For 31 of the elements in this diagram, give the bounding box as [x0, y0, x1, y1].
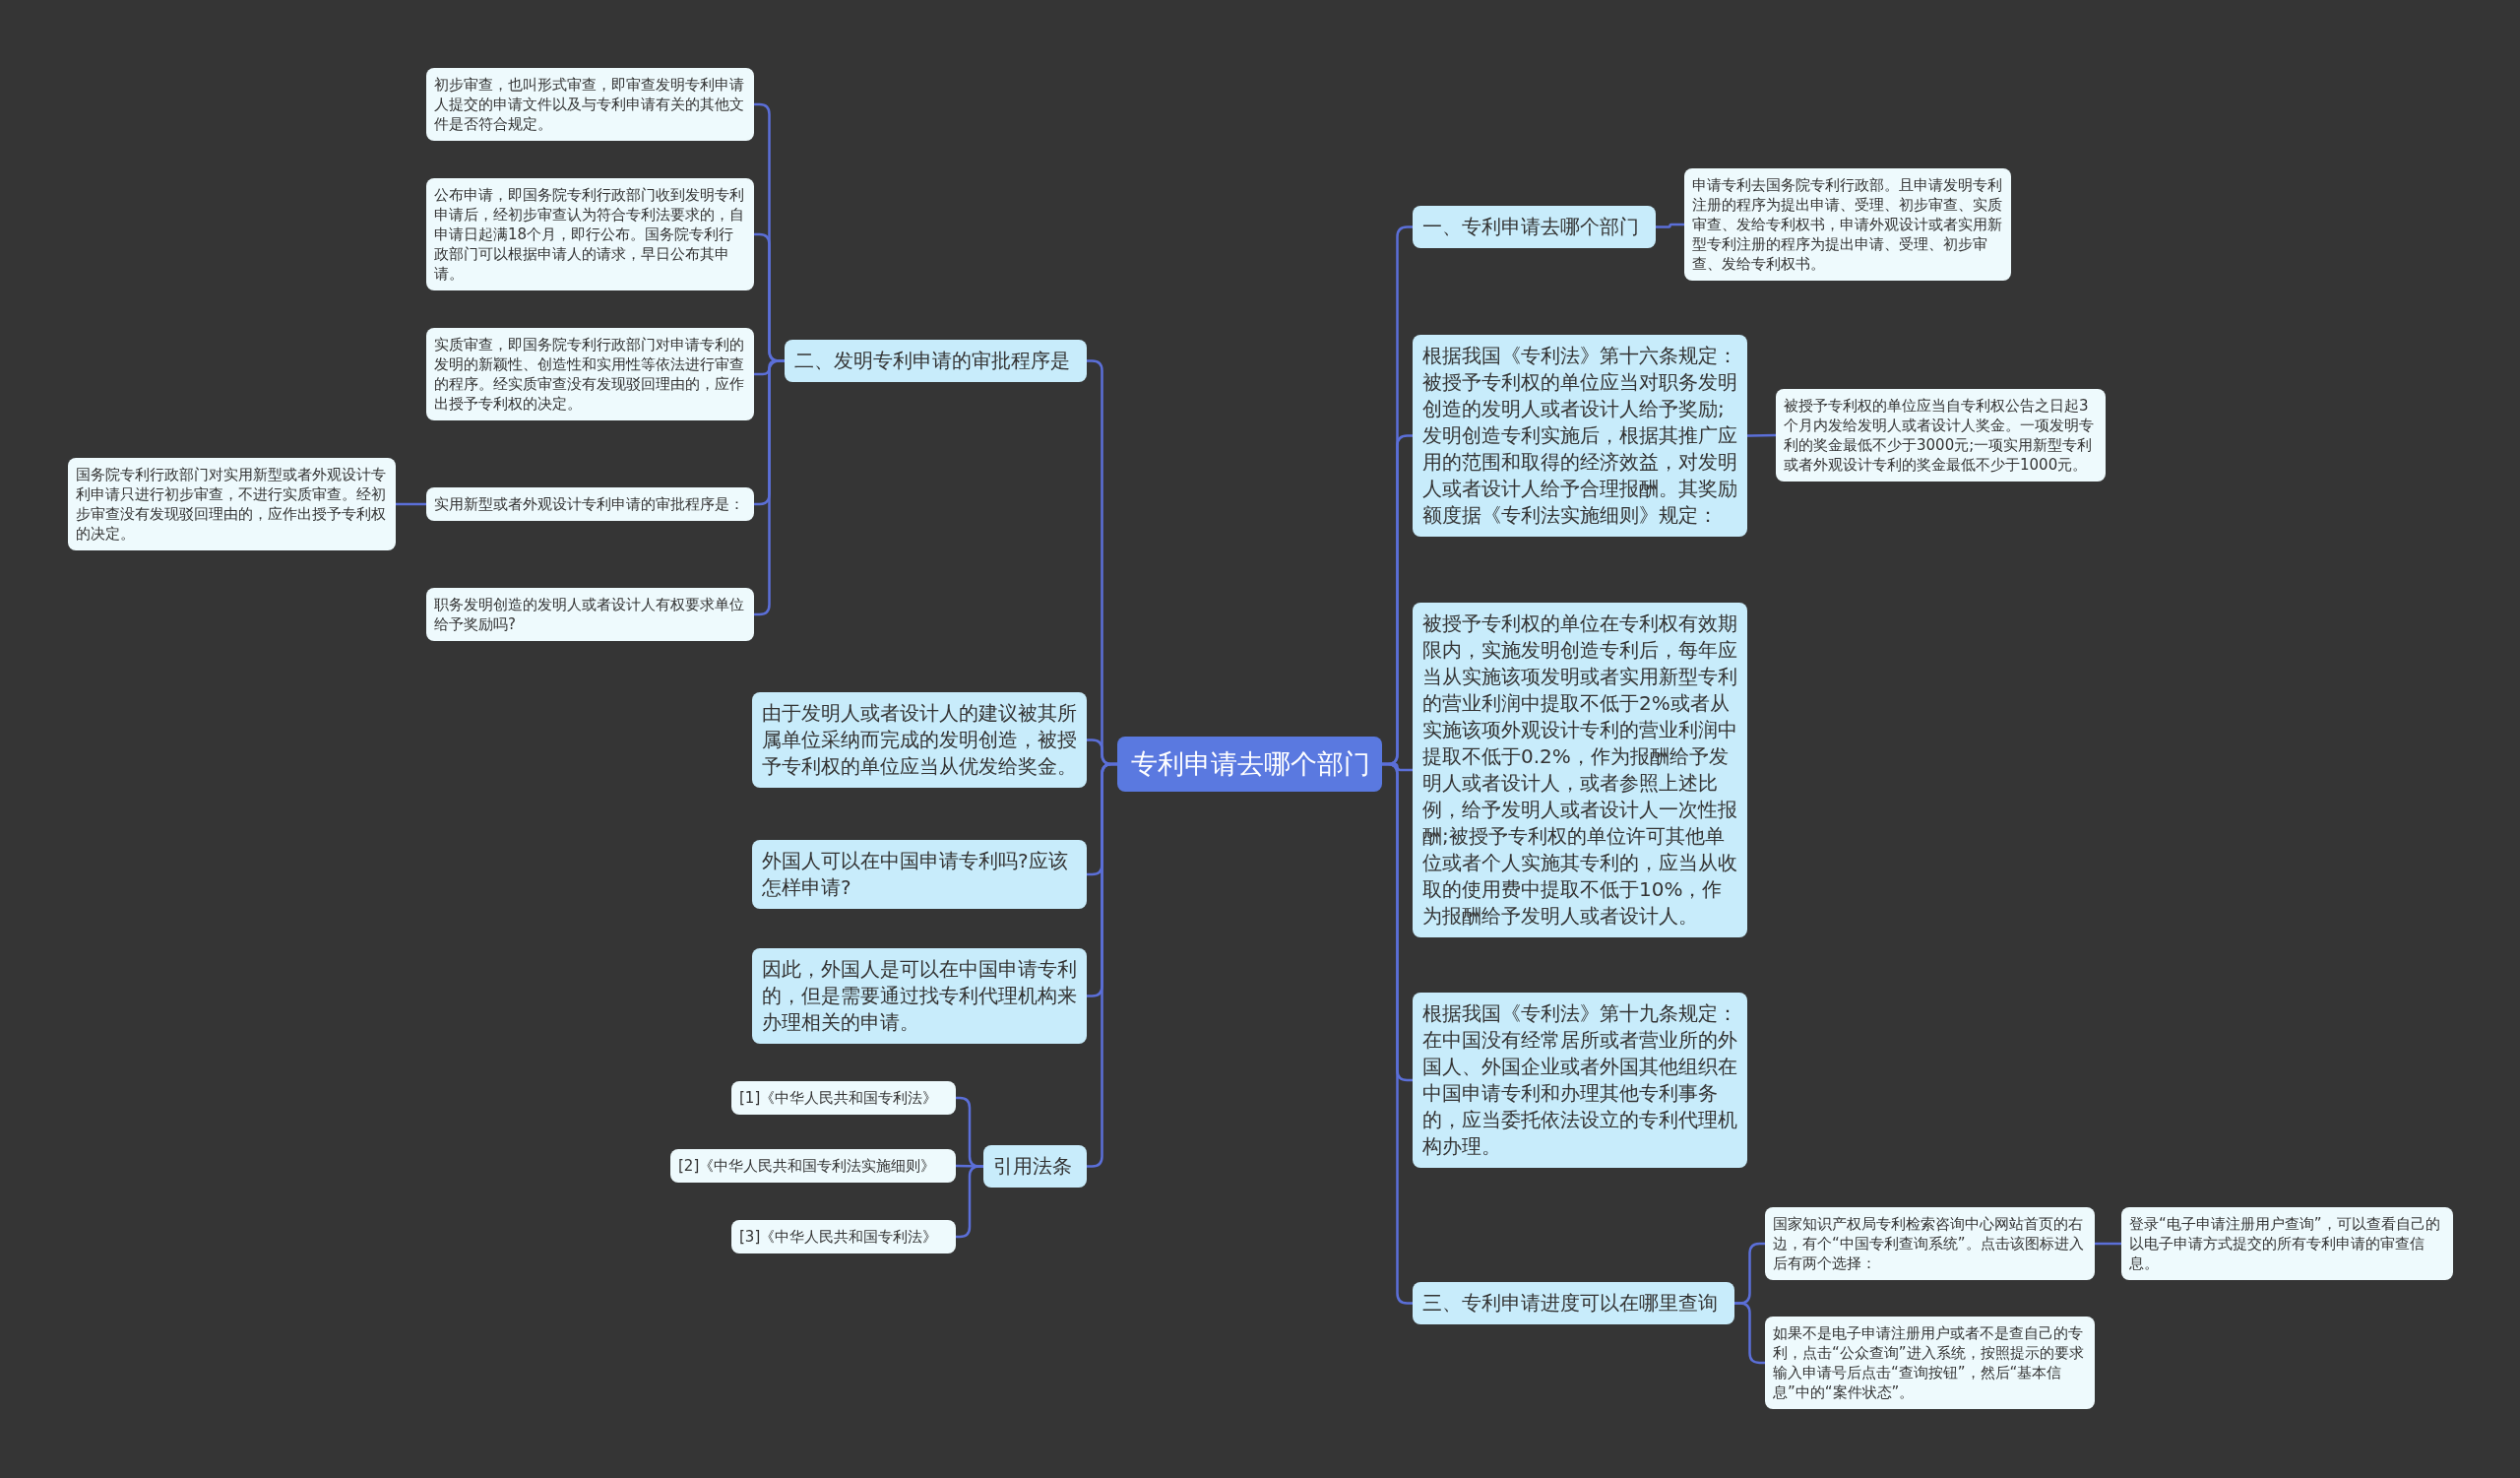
central-topic: 专利申请去哪个部门	[1117, 737, 1382, 792]
note-box: 申请专利去国务院专利行政部。且申请发明专利注册的程序为提出申请、受理、初步审查、实质审查、发给专利权书，申请外观设计或者实用新型专利注册的程序为提出申请、受理、初步审查、发给专利权书。	[1684, 168, 2011, 281]
note-box: 国务院专利行政部门对实用新型或者外观设计专利申请只进行初步审查，不进行实质审查。经初步审查没有发现驳回理由的，应作出授予专利权的决定。	[68, 458, 396, 550]
note-box: 职务发明创造的发明人或者设计人有权要求单位给予奖励吗?	[426, 588, 754, 641]
topic-box: 因此，外国人是可以在中国申请专利的，但是需要通过找专利代理机构来办理相关的申请。	[752, 947, 1087, 1044]
connector	[1656, 223, 1684, 228]
topic-box: 根据我国《专利法》第十九条规定：在中国没有经常居所或者营业所的外国人、外国企业或者外国其他组织在中国申请专利和办理其他专利事务的，应当委托依法设立的专利代理机构办理。	[1413, 993, 1747, 1168]
note-box: 公布申请，即国务院专利行政部门收到发明专利申请后，经初步审查认为符合专利法要求的，自申请日起满18个月，即行公布。国务院专利行政部门可以根据申请人的请求，早日公布其申请。	[426, 178, 754, 290]
topic-box: 外国人可以在中国申请专利吗?应该怎样申请?	[752, 840, 1087, 909]
note-box: [1]《中华人民共和国专利法》	[731, 1081, 956, 1115]
topic-box: 由于发明人或者设计人的建议被其所属单位采纳而完成的发明创造，被授予专利权的单位应当从优发给奖金。	[752, 691, 1087, 788]
topic-box: 二、发明专利申请的审批程序是	[785, 339, 1087, 382]
connector	[1734, 1302, 1765, 1365]
connector	[2095, 1242, 2121, 1246]
note-box: [3]《中华人民共和国专利法》	[731, 1220, 956, 1253]
note-box: [2]《中华人民共和国专利法实施细则》	[670, 1149, 956, 1183]
note-box: 国家知识产权局专利检索咨询中心网站首页的右边，有个“中国专利查询系统”。点击该图标进入后有两个选择：	[1765, 1207, 2095, 1280]
topic-box: 引用法条	[983, 1144, 1087, 1188]
note-box: 实用新型或者外观设计专利申请的审批程序是：	[426, 487, 754, 521]
note-box: 初步审查，也叫形式审查，即审查发明专利申请人提交的申请文件以及与专利申请有关的其他文件是否符合规定。	[426, 68, 754, 141]
topic-box: 根据我国《专利法》第十六条规定：被授予专利权的单位应当对职务发明创造的发明人或者设计人给予奖励;发明创造专利实施后，根据其推广应用的范围和取得的经济效益，对发明人或者设计人给予合理报酬。其奖励额度据《专利法实施细则》规定：	[1413, 334, 1747, 537]
connector	[1746, 433, 1777, 437]
connector	[956, 1165, 983, 1239]
note-box: 被授予专利权的单位应当自专利权公告之日起3个月内发给发明人或者设计人奖金。一项发明专利的奖金最低不少于3000元;一项实用新型专利或者外观设计专利的奖金最低不少于1000元。	[1776, 389, 2106, 482]
topic-box: 被授予专利权的单位在专利权有效期限内，实施发明创造专利后，每年应当从实施该项发明或者实用新型专利的营业利润中提取不低于2%或者从实施该项外观设计专利的营业利润中提取不低于0.2%，作为报酬给予发明人或者设计人，或者参照上述比例，给予发明人或者设计人一次性报酬;被授予专利权的单位许可其他单位或者个人实施其专利的，应当从收取的使用费中提取不低于10%，作为报酬给予发明人或者设计人。	[1413, 603, 1747, 937]
note-box: 登录“电子申请注册用户查询”，可以查看自己的以电子申请方式提交的所有专利申请的审查信息。	[2121, 1207, 2453, 1280]
topic-box: 一、专利申请去哪个部门	[1413, 205, 1656, 248]
topic-box: 三、专利申请进度可以在哪里查询	[1413, 1281, 1734, 1324]
note-box: 实质审查，即国务院专利行政部门对申请专利的发明的新颖性、创造性和实用性等依法进行审查的程序。经实质审查没有发现驳回理由的，应作出授予专利权的决定。	[426, 328, 754, 420]
note-box: 如果不是电子申请注册用户或者不是查自己的专利，点击“公众查询”进入系统，按照提示的要求输入申请号后点击“查询按钮”，然后“基本信息”中的“案件状态”。	[1765, 1317, 2095, 1409]
connector	[396, 502, 426, 506]
